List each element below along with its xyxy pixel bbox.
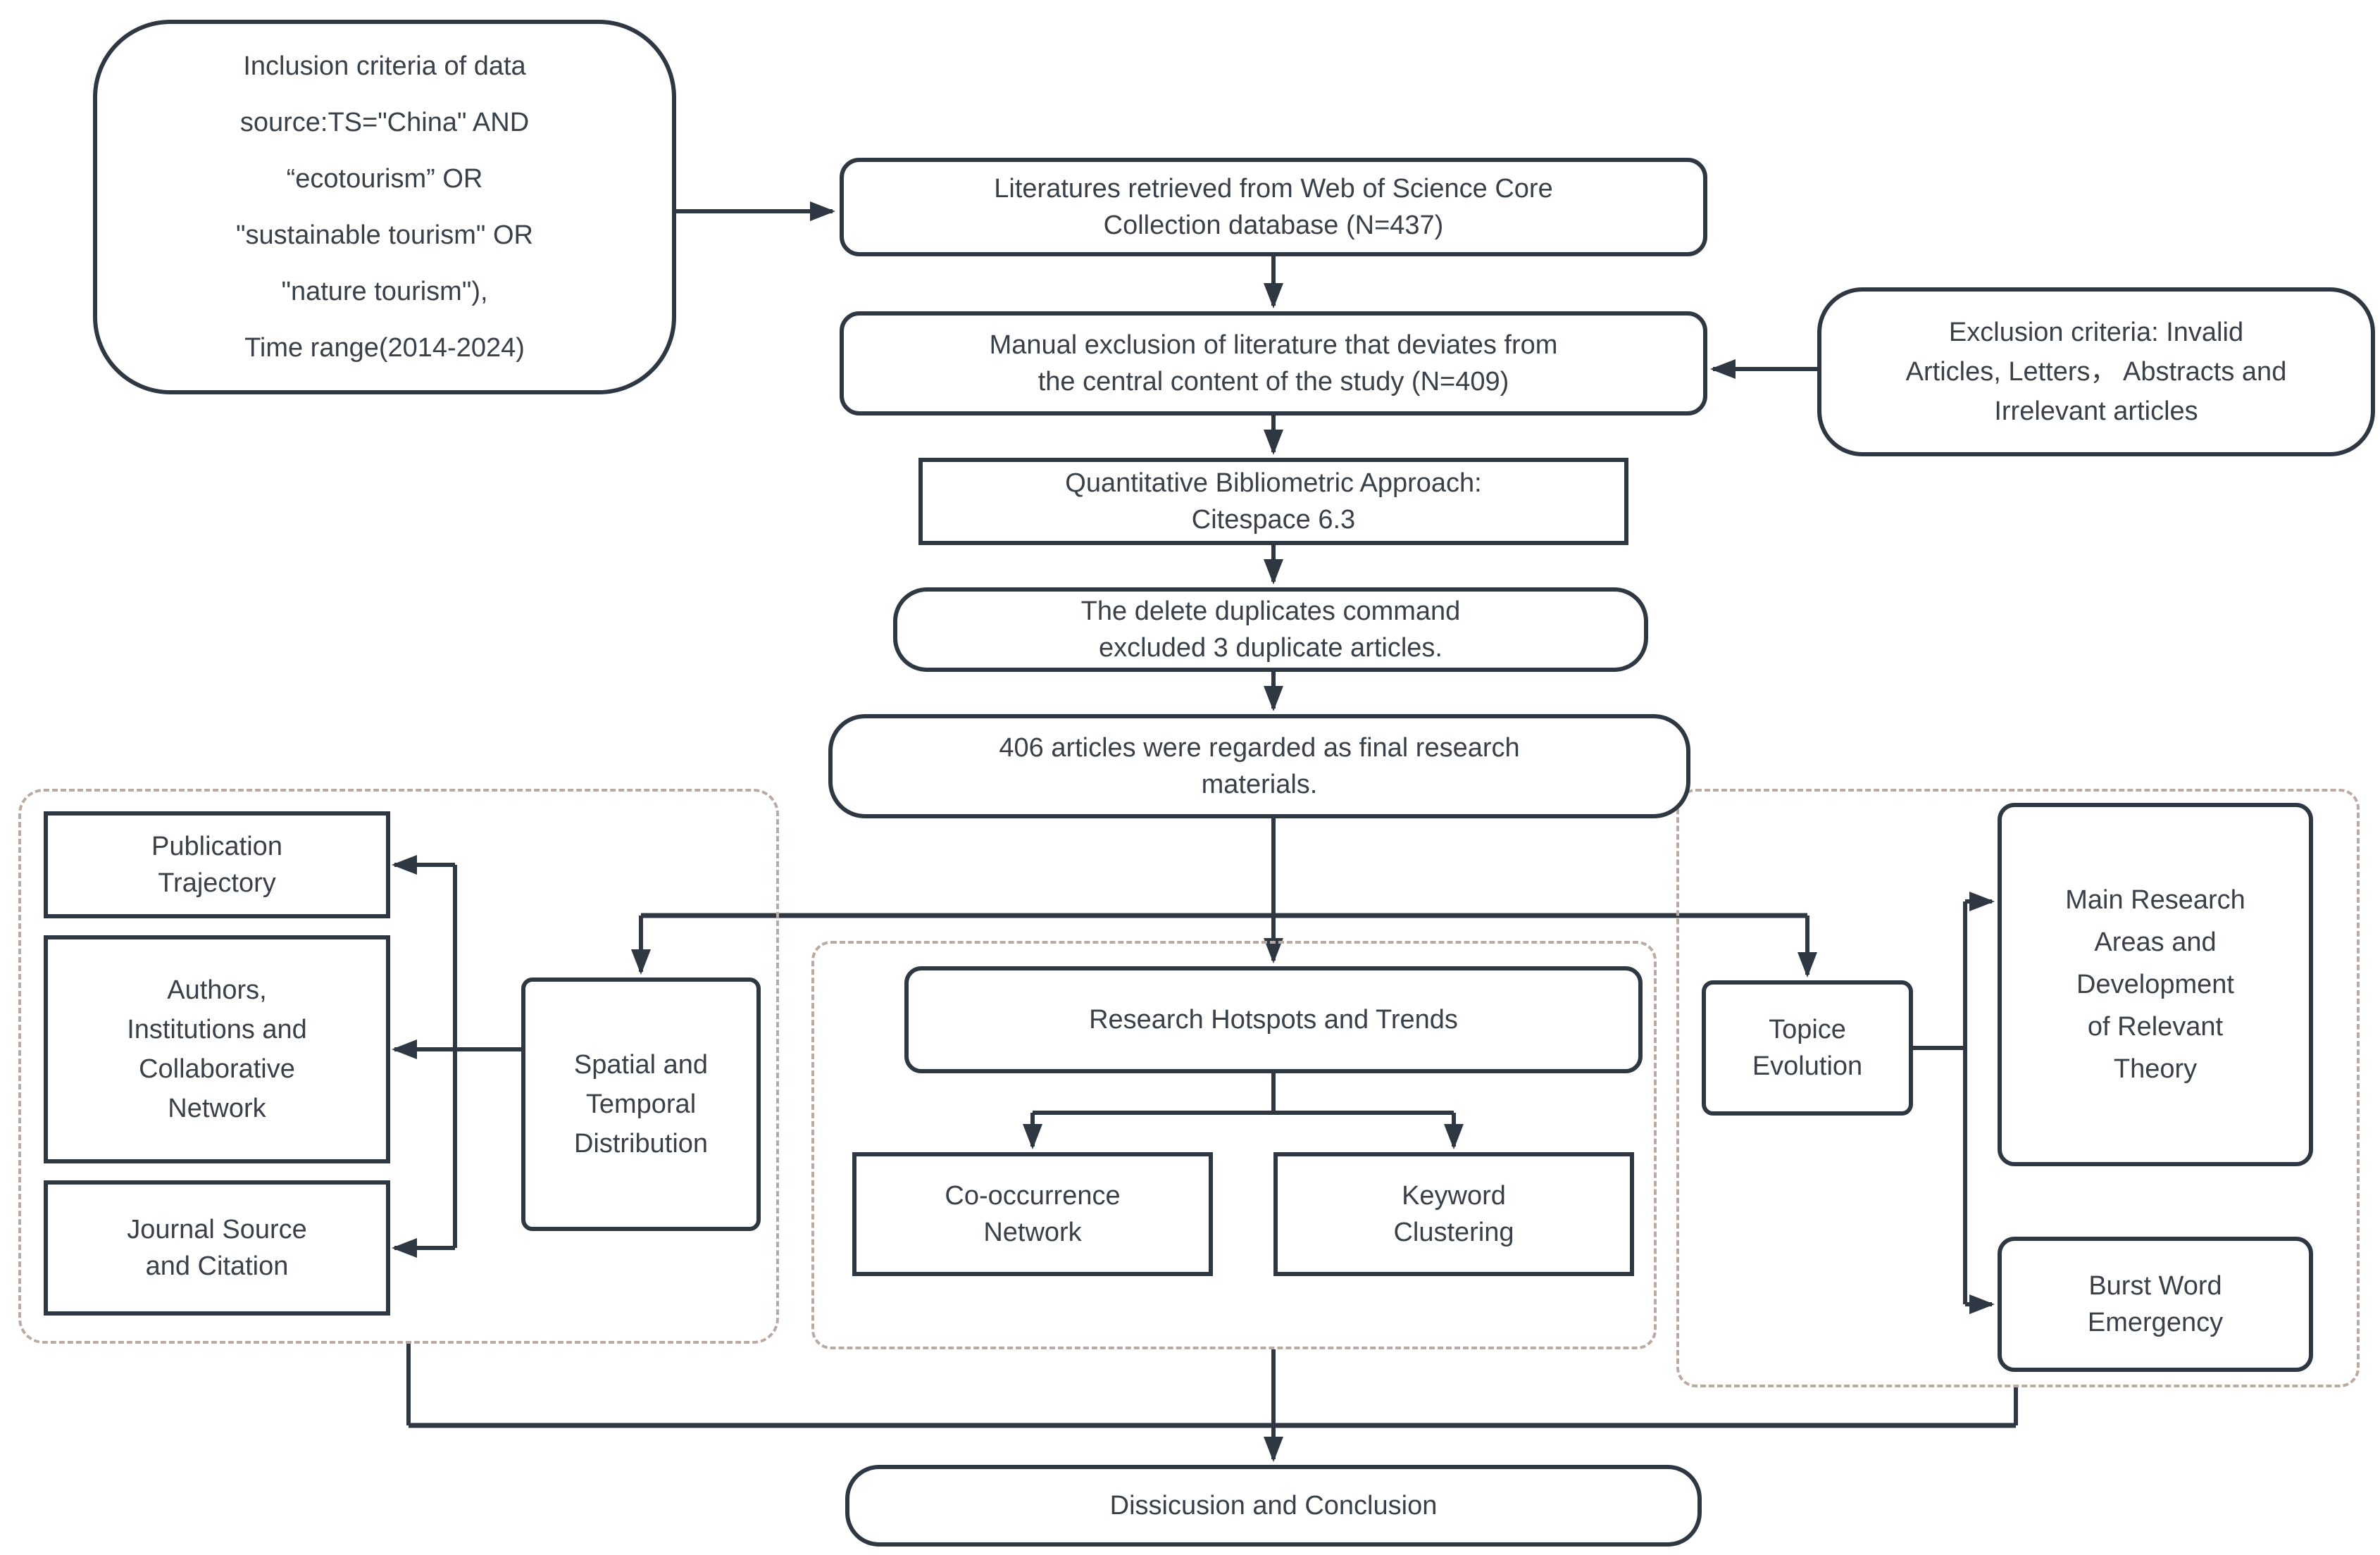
node-label: Journal Source and Citation — [127, 1215, 307, 1281]
node-co-occurrence-network: Co-occurrence Network — [852, 1152, 1213, 1276]
node-label: Co-occurrence Network — [945, 1181, 1121, 1247]
node-delete-duplicates: The delete duplicates command excluded 3… — [893, 587, 1648, 672]
node-label: Literatures retrieved from Web of Scienc… — [994, 174, 1553, 240]
node-bibliometric-approach: Quantitative Bibliometric Approach: Cite… — [918, 458, 1628, 545]
node-label: Quantitative Bibliometric Approach: Cite… — [1065, 468, 1482, 535]
node-topice-evolution: Topice Evolution — [1702, 980, 1913, 1116]
node-burst-word-emergency: Burst Word Emergency — [1998, 1237, 2313, 1372]
node-label: Inclusion criteria of data source:TS="Ch… — [236, 51, 533, 363]
node-spatial-temporal-distribution: Spatial and Temporal Distribution — [521, 978, 761, 1231]
node-label: Burst Word Emergency — [2087, 1271, 2224, 1337]
node-label: Dissicusion and Conclusion — [1109, 1491, 1438, 1520]
node-authors-institutions-network: Authors, Institutions and Collaborative … — [44, 935, 390, 1163]
node-label: Spatial and Temporal Distribution — [573, 1050, 709, 1159]
node-final-materials: 406 articles were regarded as final rese… — [828, 714, 1690, 818]
node-manual-exclusion: Manual exclusion of literature that devi… — [840, 311, 1707, 416]
node-discussion-conclusion: Dissicusion and Conclusion — [845, 1465, 1702, 1547]
node-keyword-clustering: Keyword Clustering — [1273, 1152, 1634, 1276]
node-research-hotspots-trends: Research Hotspots and Trends — [904, 966, 1643, 1073]
node-label: Keyword Clustering — [1393, 1181, 1514, 1247]
node-exclusion-criteria: Exclusion criteria: Invalid Articles, Le… — [1817, 287, 2375, 456]
node-label: Topice Evolution — [1752, 1015, 1863, 1081]
node-publication-trajectory: Publication Trajectory — [44, 811, 390, 918]
panel-spatial-temporal-group — [18, 789, 779, 1344]
node-literatures-retrieved: Literatures retrieved from Web of Scienc… — [840, 158, 1707, 256]
node-label: Main Research Areas and Development of R… — [2065, 885, 2245, 1084]
panel-research-hotspots-group — [811, 941, 1657, 1349]
node-label: The delete duplicates command excluded 3… — [1080, 597, 1461, 663]
node-label: Authors, Institutions and Collaborative … — [127, 975, 307, 1123]
node-inclusion-criteria: Inclusion criteria of data source:TS="Ch… — [93, 20, 676, 394]
node-journal-source-citation: Journal Source and Citation — [44, 1180, 390, 1316]
node-label: Exclusion criteria: Invalid Articles, Le… — [1905, 318, 2287, 426]
node-label: Research Hotspots and Trends — [1089, 1005, 1458, 1035]
panel-topic-evolution-group — [1676, 789, 2360, 1387]
node-label: Manual exclusion of literature that devi… — [989, 330, 1558, 396]
node-label: 406 articles were regarded as final rese… — [999, 733, 1520, 799]
node-main-research-areas: Main Research Areas and Development of R… — [1998, 803, 2313, 1166]
node-label: Publication Trajectory — [151, 832, 282, 898]
